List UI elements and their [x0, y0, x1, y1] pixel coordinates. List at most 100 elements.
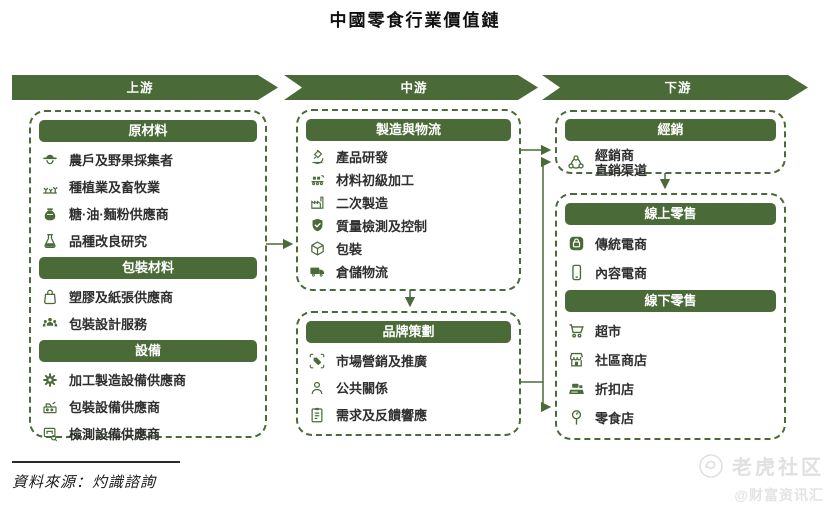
- item-label: 糖·油·麵粉供應商: [69, 207, 169, 222]
- packaging-machine-icon: [40, 398, 60, 416]
- cash-register-icon: [566, 379, 586, 398]
- upstream-box: 原材料 農戶及野果採集者 種植業及畜牧業 糖·油·麵粉供應商 品種改良研究 包: [29, 110, 267, 442]
- item-label: 產品研發: [336, 150, 389, 165]
- source-note: 資料來源：灼識諮詢: [12, 475, 157, 491]
- direct-channels-line: 直銷渠道: [595, 163, 648, 178]
- retail-box: 線上零售 傳統電商 內容電商 線下零售 超市 社區商店: [555, 193, 786, 440]
- section-header-online-retail: 線上零售: [565, 203, 776, 225]
- watermark-brand-row: 老虎社区: [698, 451, 824, 480]
- tiger-logo-icon: [699, 453, 723, 478]
- flask-icon: [40, 232, 60, 250]
- item-secondary-manufacturing: 二次製造: [306, 191, 511, 214]
- item-marketing-promotion: 市場營銷及推廣: [306, 347, 511, 374]
- item-label: 種植業及畜牧業: [69, 180, 161, 195]
- item-label: 包裝設計服務: [69, 317, 148, 332]
- midstream-chevron: [284, 75, 538, 100]
- item-community-store: 社區商店: [565, 345, 776, 374]
- item-label: 材料初級加工: [336, 173, 415, 188]
- downstream-chevron: [542, 75, 808, 100]
- ingredient-sack-icon: [40, 205, 60, 223]
- gear-icon: [40, 371, 60, 389]
- stage-banner: 上游 中游 下游: [12, 75, 808, 100]
- crops-field-icon: [40, 178, 60, 196]
- item-testing-equipment-suppliers: 檢測設備供應商: [39, 420, 257, 447]
- brand-planning-box: 品牌策劃 市場營銷及推廣 公共關係 需求及反饋響應: [296, 311, 521, 436]
- ecommerce-app-icon: [566, 234, 586, 253]
- section-header-brand-planning: 品牌策劃: [306, 321, 511, 343]
- item-content-ecommerce: 內容電商: [565, 258, 776, 287]
- shopping-cart-icon: [566, 321, 586, 340]
- price-tag-icon: [307, 352, 327, 370]
- item-supermarket: 超市: [565, 316, 776, 345]
- section-header-offline-retail: 線下零售: [565, 290, 776, 312]
- item-snack-store: 零食店: [565, 403, 776, 432]
- item-label: 加工製造設備供應商: [69, 373, 187, 388]
- item-distributors-direct-channels: 經銷商 直銷渠道: [565, 145, 776, 181]
- item-processing-equipment-suppliers: 加工製造設備供應商: [39, 366, 257, 393]
- upstream-label: 上游: [126, 80, 153, 95]
- item-label: 倉儲物流: [336, 265, 389, 280]
- item-farmers-foragers: 農戶及野果採集者: [39, 146, 257, 173]
- arrow-brand-to-offline-retail: [540, 382, 552, 413]
- manufacturing-logistics-box: 製造與物流 產品研發 材料初級加工 二次製造 質量檢測及控制: [296, 109, 521, 291]
- storefront-icon: [566, 350, 586, 369]
- item-demand-feedback: 需求及反饋響應: [306, 401, 511, 428]
- watermark-brand: 老虎社区: [732, 457, 824, 479]
- item-warehouse-logistics: 倉儲物流: [306, 260, 511, 283]
- item-farming-husbandry: 種植業及畜牧業: [39, 173, 257, 200]
- item-packaging-equipment-suppliers: 包裝設備供應商: [39, 393, 257, 420]
- section-header-packaging-materials: 包裝材料: [39, 257, 257, 279]
- feedback-form-icon: [307, 406, 327, 424]
- item-label: 包裝: [336, 242, 363, 257]
- item-label: 內容電商: [595, 266, 648, 281]
- item-label: 超市: [595, 324, 622, 339]
- item-label: 零食店: [595, 411, 635, 426]
- source-divider: [12, 461, 180, 463]
- item-label: 二次製造: [336, 196, 389, 211]
- item-product-rd: 產品研發: [306, 145, 511, 168]
- arrow-brand-to-distribution: [520, 156, 552, 383]
- item-label: 折扣店: [595, 382, 635, 397]
- item-primary-processing: 材料初級加工: [306, 168, 511, 191]
- distributors-line: 經銷商: [595, 148, 635, 163]
- conveyor-icon: [307, 171, 327, 188]
- item-label: 社區商店: [595, 353, 648, 368]
- item-public-relations: 公共關係: [306, 374, 511, 401]
- truck-icon: [307, 263, 327, 280]
- item-label: 檢測設備供應商: [69, 427, 161, 442]
- watermark-handle: @财富资讯汇: [734, 487, 824, 503]
- section-header-equipment: 設備: [39, 340, 257, 362]
- distribution-network-icon: [566, 153, 586, 173]
- item-packaging-design-services: 包裝設計服務: [39, 310, 257, 337]
- item-quality-control: 質量檢測及控制: [306, 214, 511, 237]
- section-header-distribution: 經銷: [565, 119, 776, 141]
- item-label: 塑膠及紙張供應商: [69, 290, 174, 305]
- item-plastic-paper-suppliers: 塑膠及紙張供應商: [39, 283, 257, 310]
- inspection-device-icon: [40, 425, 60, 443]
- downstream-label: 下游: [664, 80, 691, 95]
- upstream-chevron: [12, 75, 278, 100]
- smartphone-icon: [566, 263, 586, 282]
- item-discount-store: 折扣店: [565, 374, 776, 403]
- item-label: 公共關係: [336, 381, 389, 396]
- item-breeding-research: 品種改良研究: [39, 227, 257, 254]
- item-label: 需求及反饋響應: [336, 408, 428, 423]
- section-header-manufacturing-logistics: 製造與物流: [306, 119, 511, 141]
- design-team-icon: [40, 315, 60, 333]
- item-label: 經銷商 直銷渠道: [595, 148, 647, 178]
- item-label: 市場營銷及推廣: [336, 354, 428, 369]
- distribution-box: 經銷 經銷商 直銷渠道: [555, 110, 786, 178]
- plastic-bag-icon: [40, 288, 60, 306]
- farmer-icon: [40, 151, 60, 169]
- factory-icon: [307, 194, 327, 211]
- item-label: 品種改良研究: [69, 234, 148, 249]
- item-label: 傳統電商: [595, 237, 648, 252]
- midstream-label: 中游: [400, 80, 427, 95]
- item-label: 農戶及野果採集者: [69, 153, 174, 168]
- shield-check-icon: [307, 217, 327, 234]
- package-box-icon: [307, 240, 327, 257]
- microscope-icon: [307, 148, 327, 165]
- item-label: 包裝設備供應商: [69, 400, 161, 415]
- item-packaging: 包裝: [306, 237, 511, 260]
